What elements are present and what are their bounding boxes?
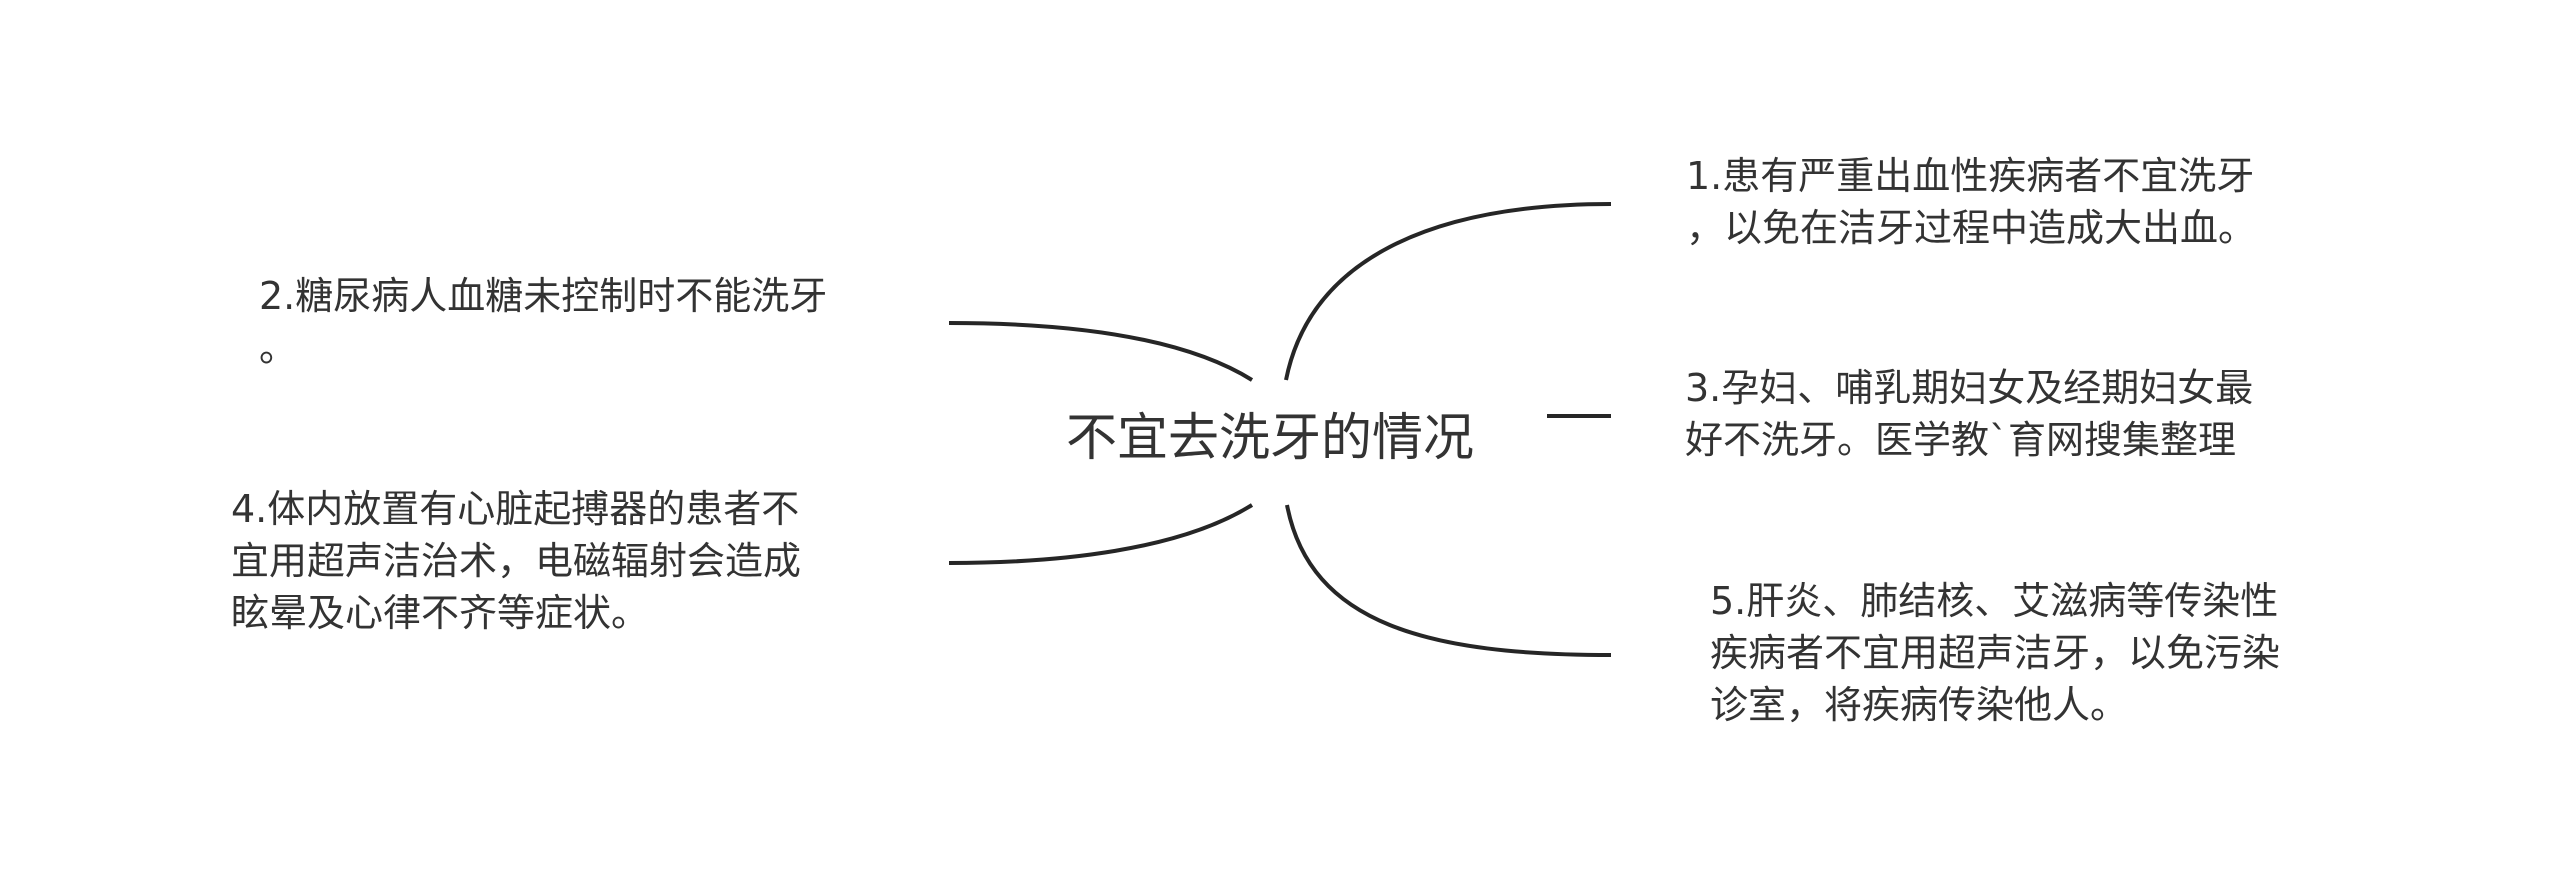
connector-root-to-node-1 (1284, 202, 1612, 381)
branch-topic-5[interactable]: 5.肝炎、肺结核、艾滋病等传染性 疾病者不宜用超声洁牙，以免污染 诊室，将疾病传… (1710, 575, 2280, 731)
topic-text-line: 。 (259, 326, 298, 370)
connector-root-to-node-4 (948, 503, 1254, 565)
branch-topic-3[interactable]: 3.孕妇、哺乳期妇女及经期妇女最 好不洗牙。医学教`育网搜集整理 (1685, 362, 2253, 466)
connector-root-to-node-5 (1285, 504, 1612, 657)
topic-text-line: 4.体内放置有心脏起搏器的患者不 (231, 487, 800, 531)
branch-topic-1[interactable]: 1.患有严重出血性疾病者不宜洗牙 ，以免在洁牙过程中造成大出血。 (1686, 150, 2256, 254)
topic-text-line: 好不洗牙。医学教`育网搜集整理 (1685, 418, 2237, 462)
topic-text-line: 宜用超声洁治术，电磁辐射会造成 (231, 539, 802, 583)
topic-text-line: 疾病者不宜用超声洁牙，以免污染 (1710, 631, 2281, 675)
topic-text-line: ，以免在洁牙过程中造成大出血。 (1686, 206, 2257, 250)
branch-topic-4[interactable]: 4.体内放置有心脏起搏器的患者不 宜用超声洁治术，电磁辐射会造成 眩晕及心律不齐… (231, 483, 801, 639)
connector-root-to-node-2 (948, 321, 1254, 382)
branch-topic-2[interactable]: 2.糖尿病人血糖未控制时不能洗牙 。 (259, 270, 827, 374)
topic-text-line: 眩晕及心律不齐等症状。 (231, 591, 650, 635)
topic-text-line: 2.糖尿病人血糖未控制时不能洗牙 (259, 274, 828, 318)
topic-text-line: 5.肝炎、肺结核、艾滋病等传染性 (1710, 579, 2279, 623)
central-topic[interactable]: 不宜去洗牙的情况 (1066, 409, 1475, 468)
topic-text-line: 1.患有严重出血性疾病者不宜洗牙 (1686, 154, 2255, 198)
topic-text-line: 诊室，将疾病传染他人。 (1710, 683, 2129, 727)
topic-text-line: 3.孕妇、哺乳期妇女及经期妇女最 (1685, 366, 2254, 410)
